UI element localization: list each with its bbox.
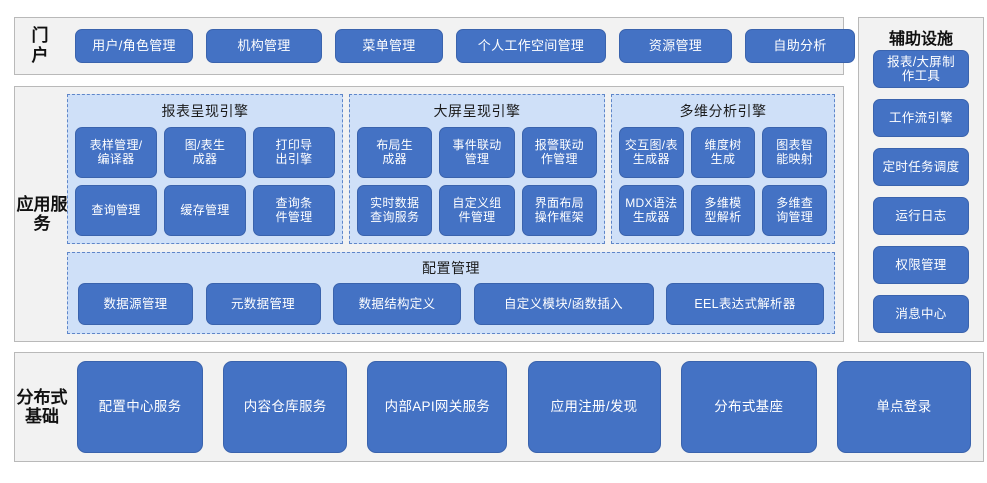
portal-section-label: 门户: [28, 26, 48, 66]
distributed-foundation-section: 分布式基础 配置中心服务内容仓库服务内部API网关服务应用注册/发现分布式基座单…: [14, 352, 984, 462]
distributed-foundation-button-row: 配置中心服务内容仓库服务内部API网关服务应用注册/发现分布式基座单点登录: [77, 361, 971, 453]
engine-0-item-3[interactable]: 查询管理: [75, 185, 157, 236]
engine-panel-1: 大屏呈现引擎布局生 成器事件联动 管理报警联动 作管理实时数据 查询服务自定义组…: [349, 94, 605, 244]
aux-item-3[interactable]: 运行日志: [873, 197, 969, 235]
aux-item-2[interactable]: 定时任务调度: [873, 148, 969, 186]
portal-section: 门户 用户/角色管理机构管理菜单管理个人工作空间管理资源管理自助分析: [14, 17, 855, 75]
portal-item-5[interactable]: 自助分析: [745, 29, 855, 63]
config-item-2[interactable]: 数据结构定义: [333, 283, 461, 325]
config-management-panel: 配置管理 数据源管理元数据管理数据结构定义自定义模块/函数插入 EEL表达式解析器: [67, 252, 835, 334]
application-services-section: 应用服务 报表呈现引擎表样管理/ 编译器图/表生 成器打印导 出引擎查询管理缓存…: [14, 86, 844, 342]
distributed-item-5[interactable]: 单点登录: [836, 361, 971, 453]
application-services-content: 报表呈现引擎表样管理/ 编译器图/表生 成器打印导 出引擎查询管理缓存管理查询条…: [67, 94, 835, 334]
engine-2-item-1[interactable]: 维度树 生成: [690, 127, 756, 178]
config-management-title: 配置管理: [422, 260, 480, 276]
engine-panel-2: 多维分析引擎交互图/表 生成器维度树 生成图表智 能映射 MDX语法 生成器多维模…: [611, 94, 835, 244]
distributed-item-2[interactable]: 内部API网关服务: [367, 361, 508, 453]
application-services-label: 应用服务: [16, 194, 68, 233]
engine-grid-2: 交互图/表 生成器维度树 生成图表智 能映射 MDX语法 生成器多维模 型解析多维…: [619, 127, 827, 236]
distributed-foundation-label: 分布式基础: [16, 387, 68, 426]
engine-title-1: 大屏呈现引擎: [433, 103, 521, 119]
aux-item-5[interactable]: 消息中心: [873, 295, 969, 333]
engine-grid-0: 表样管理/ 编译器图/表生 成器打印导 出引擎查询管理缓存管理查询条 件管理: [75, 127, 335, 236]
engine-panel-0: 报表呈现引擎表样管理/ 编译器图/表生 成器打印导 出引擎查询管理缓存管理查询条…: [67, 94, 343, 244]
auxiliary-facilities-title: 辅助设施: [888, 31, 953, 48]
auxiliary-facilities-list: 报表/大屏制 作工具工作流引擎定时任务调度运行日志权限管理消息中心: [873, 50, 969, 333]
engine-title-2: 多维分析引擎: [679, 103, 767, 119]
engine-panel-row: 报表呈现引擎表样管理/ 编译器图/表生 成器打印导 出引擎查询管理缓存管理查询条…: [67, 94, 835, 244]
engine-title-0: 报表呈现引擎: [161, 103, 249, 119]
distributed-item-3[interactable]: 应用注册/发现: [527, 361, 661, 453]
distributed-item-4[interactable]: 分布式基座: [680, 361, 817, 453]
aux-item-1[interactable]: 工作流引擎: [873, 99, 969, 137]
distributed-item-1[interactable]: 内容仓库服务: [223, 361, 348, 453]
engine-2-item-2[interactable]: 图表智 能映射: [762, 127, 827, 178]
engine-0-item-0[interactable]: 表样管理/ 编译器: [75, 127, 157, 178]
portal-item-4[interactable]: 资源管理: [619, 29, 732, 63]
portal-item-3[interactable]: 个人工作空间管理: [456, 29, 606, 63]
engine-1-item-3[interactable]: 实时数据 查询服务: [357, 185, 433, 236]
config-management-button-row: 数据源管理元数据管理数据结构定义自定义模块/函数插入 EEL表达式解析器: [78, 283, 824, 325]
engine-2-item-0[interactable]: 交互图/表 生成器: [619, 127, 684, 178]
auxiliary-facilities-section: 辅助设施 报表/大屏制 作工具工作流引擎定时任务调度运行日志权限管理消息中心: [858, 17, 984, 342]
portal-item-0[interactable]: 用户/角色管理: [75, 29, 193, 63]
engine-1-item-5[interactable]: 界面布局 操作框架: [521, 185, 597, 236]
portal-item-1[interactable]: 机构管理: [206, 29, 322, 63]
engine-2-item-5[interactable]: 多维查 询管理: [762, 185, 827, 236]
engine-2-item-4[interactable]: 多维模 型解析: [690, 185, 756, 236]
engine-0-item-1[interactable]: 图/表生 成器: [164, 127, 246, 178]
engine-2-item-3[interactable]: MDX语法 生成器: [619, 185, 684, 236]
config-item-0[interactable]: 数据源管理: [78, 283, 193, 325]
engine-1-item-0[interactable]: 布局生 成器: [357, 127, 433, 178]
aux-item-4[interactable]: 权限管理: [873, 246, 969, 284]
engine-1-item-4[interactable]: 自定义组 件管理: [439, 185, 515, 236]
engine-0-item-4[interactable]: 缓存管理: [164, 185, 246, 236]
engine-0-item-2[interactable]: 打印导 出引擎: [253, 127, 335, 178]
config-item-1[interactable]: 元数据管理: [205, 283, 321, 325]
engine-1-item-1[interactable]: 事件联动 管理: [439, 127, 515, 178]
aux-item-0[interactable]: 报表/大屏制 作工具: [873, 50, 969, 88]
config-item-3[interactable]: 自定义模块/函数插入: [473, 283, 654, 325]
engine-0-item-5[interactable]: 查询条 件管理: [253, 185, 335, 236]
portal-button-row: 用户/角色管理机构管理菜单管理个人工作空间管理资源管理自助分析: [75, 18, 855, 74]
portal-item-2[interactable]: 菜单管理: [335, 29, 443, 63]
config-item-4[interactable]: EEL表达式解析器: [666, 283, 824, 325]
distributed-item-0[interactable]: 配置中心服务: [77, 361, 203, 453]
engine-1-item-2[interactable]: 报警联动 作管理: [521, 127, 597, 178]
engine-grid-1: 布局生 成器事件联动 管理报警联动 作管理实时数据 查询服务自定义组 件管理界面…: [357, 127, 597, 236]
